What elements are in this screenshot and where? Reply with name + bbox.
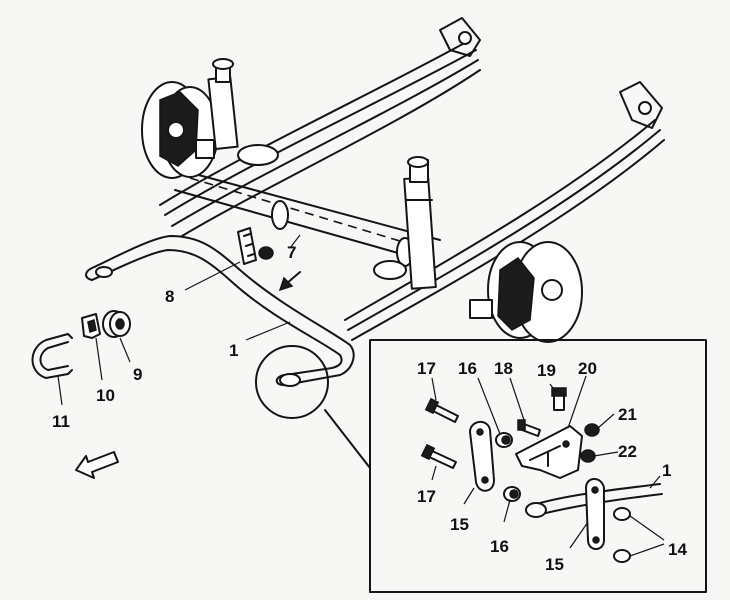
callout-14: 14 <box>668 540 687 559</box>
part-19-bolt <box>551 387 567 411</box>
leader-lines <box>57 234 301 406</box>
part-15-link-lower <box>585 478 605 550</box>
callout-11: 11 <box>52 412 70 431</box>
callout-15-bottom: 15 <box>545 555 564 574</box>
part-18-bolt <box>517 419 541 437</box>
rear-axle <box>174 144 441 280</box>
part-17-bolt-upper <box>424 397 459 423</box>
part-17-bolt-lower <box>420 443 457 469</box>
leaf-spring-left <box>159 17 481 237</box>
callout-8: 8 <box>165 287 174 306</box>
callout-10: 10 <box>96 386 115 405</box>
part-10-clamp <box>81 313 101 339</box>
callout-19: 19 <box>537 361 556 380</box>
stabilizer-bar <box>85 235 355 387</box>
direction-arrow-icon <box>278 271 301 292</box>
callout-18: 18 <box>494 359 513 378</box>
callout-20: 20 <box>578 359 597 378</box>
callout-22: 22 <box>618 442 637 461</box>
callout-7: 7 <box>287 243 296 262</box>
part-14-nut-upper <box>613 507 631 521</box>
shock-absorber-right <box>403 156 437 290</box>
callout-17-top: 17 <box>417 359 436 378</box>
callout-1: 1 <box>229 341 238 360</box>
part-9-bushing <box>102 310 131 338</box>
callout-1-inset: 1 <box>662 461 671 480</box>
brake-hub-left <box>141 81 219 179</box>
detail-magnifier <box>255 345 371 469</box>
callout-9: 9 <box>133 365 142 384</box>
detail-inset <box>369 339 707 593</box>
brake-hub-right <box>469 241 583 343</box>
part-16-bushing-lower <box>503 486 521 502</box>
callout-labels: 1 7 8 9 10 11 17 16 18 19 20 21 22 1 17 … <box>52 243 687 574</box>
part-7-nut <box>258 246 274 260</box>
shock-absorber-left <box>207 58 239 150</box>
part-11-u-bolt <box>31 333 73 379</box>
callout-15-top: 15 <box>450 515 469 534</box>
callout-16-bottom: 16 <box>490 537 509 556</box>
part-16-bushing-upper <box>495 432 513 448</box>
part-8-bracket-plate <box>237 227 257 265</box>
inset-leader-lines <box>431 375 665 557</box>
part-15-link-upper <box>469 421 495 492</box>
part-22-nut <box>580 449 596 463</box>
callout-16-top: 16 <box>458 359 477 378</box>
part-14-nut-lower <box>613 549 631 563</box>
callout-17-bottom: 17 <box>417 487 436 506</box>
callout-21: 21 <box>618 405 637 424</box>
leaf-spring-right <box>344 81 665 341</box>
front-arrow-icon <box>75 451 119 479</box>
part-21-nut <box>584 423 600 437</box>
part-20-bracket <box>515 425 583 479</box>
